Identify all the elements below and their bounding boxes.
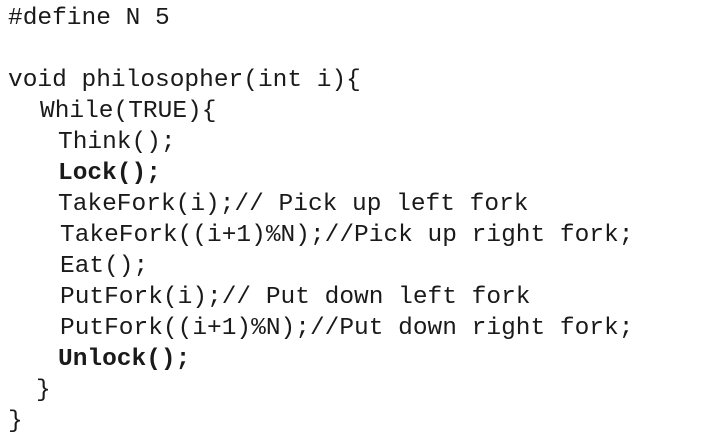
code-line: Think(); — [58, 129, 176, 156]
code-line-bold: Unlock(); — [58, 346, 191, 373]
code-line: } — [36, 377, 51, 404]
code-line: } — [8, 408, 23, 435]
code-line: PutFork((i+1)%N);//Put down right fork; — [60, 315, 634, 342]
code-line: Eat(); — [60, 253, 149, 280]
code-line: PutFork(i);// Put down left fork — [60, 284, 531, 311]
code-line: TakeFork(i);// Pick up left fork — [58, 191, 529, 218]
code-line: #define N 5 — [8, 5, 170, 32]
code-line: TakeFork((i+1)%N);//Pick up right fork; — [60, 222, 634, 249]
code-line: void philosopher(int i){ — [8, 67, 361, 94]
code-line: While(TRUE){ — [40, 98, 217, 125]
code-line-bold: Lock(); — [58, 160, 161, 187]
